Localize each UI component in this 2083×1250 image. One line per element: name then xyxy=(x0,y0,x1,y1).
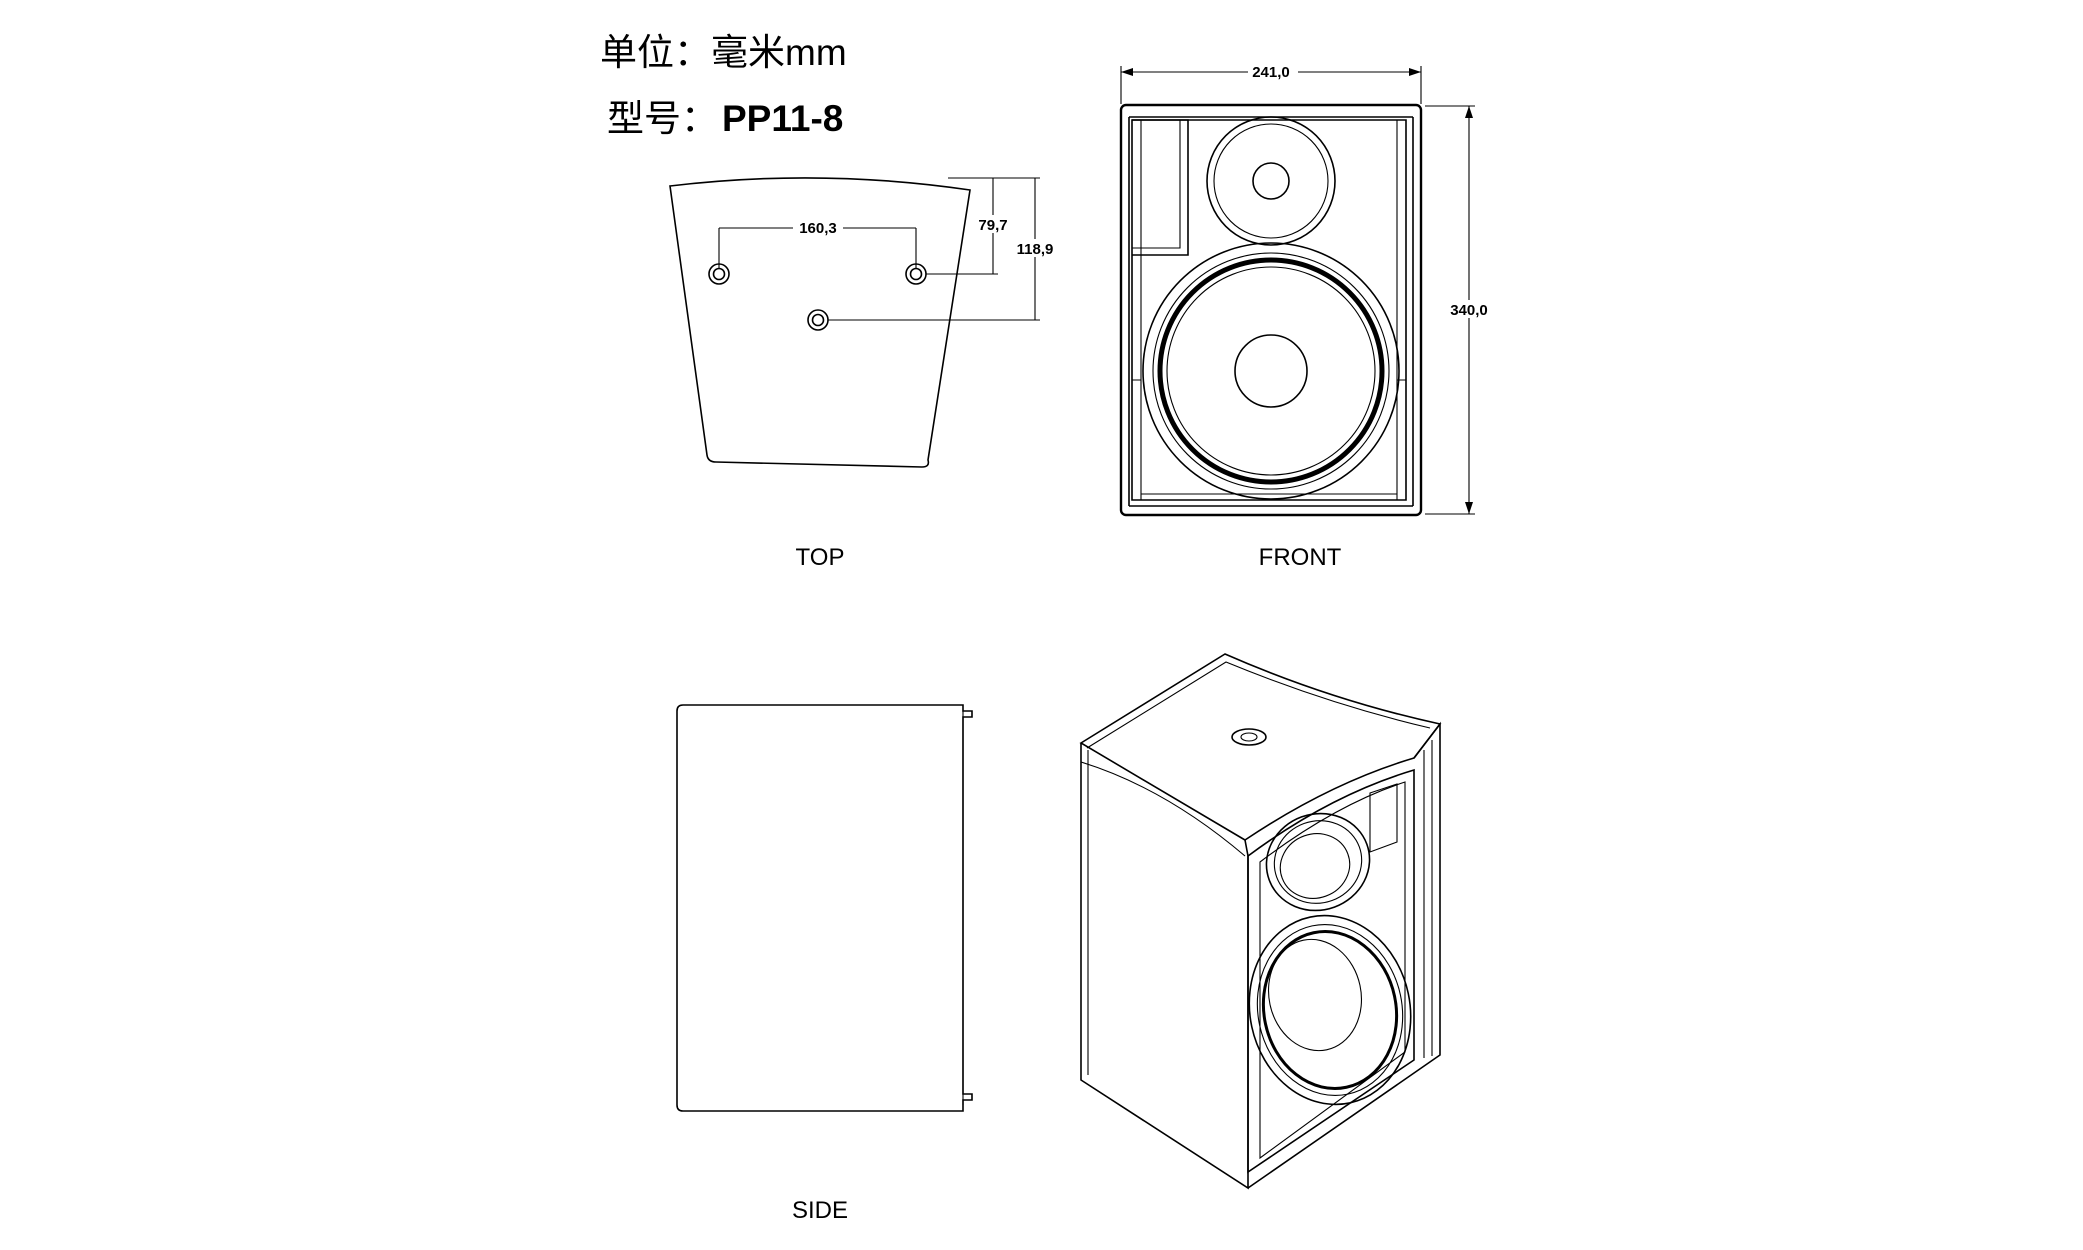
side-view-outline xyxy=(676,704,973,1112)
iso-tweeter-driver xyxy=(1265,812,1371,912)
svg-text:79,7: 79,7 xyxy=(978,217,1007,234)
header: 单位：毫米mm 型号：PP11-8 xyxy=(600,32,847,139)
iso-top-face xyxy=(1079,653,1442,841)
mounting-hole-front xyxy=(807,309,829,331)
front-port-panel xyxy=(1132,119,1189,256)
front-view: 241,0 340,0 xyxy=(1119,62,1492,571)
woofer-driver xyxy=(1142,242,1400,500)
dimension-hole-spacing: 160,3 xyxy=(718,218,917,268)
top-view: 160,3 79,7 118,9 TOP xyxy=(669,177,1058,571)
dimension-front-width: 241,0 xyxy=(1120,62,1422,104)
front-baffle xyxy=(1131,119,1407,501)
svg-text:340,0: 340,0 xyxy=(1450,302,1488,319)
dimension-front-depth: 118,9 xyxy=(828,177,1058,321)
iso-port-panel xyxy=(1369,783,1398,853)
top-view-label: TOP xyxy=(796,544,845,571)
side-view-label: SIDE xyxy=(792,1197,848,1224)
isometric-view xyxy=(1079,653,1442,1190)
iso-side-face xyxy=(1080,743,1249,1190)
iso-top-mounting-hole xyxy=(1231,728,1267,746)
dimension-front-height: 340,0 xyxy=(1425,105,1492,515)
iso-woofer-driver xyxy=(1248,914,1412,1106)
front-cabinet-outline xyxy=(1119,103,1423,517)
tweeter-driver xyxy=(1206,116,1336,246)
front-view-label: FRONT xyxy=(1259,544,1342,571)
svg-text:118,9: 118,9 xyxy=(1017,241,1054,258)
svg-text:160,3: 160,3 xyxy=(799,220,837,237)
dimension-rear-depth: 79,7 xyxy=(926,177,1014,275)
iso-front-frame xyxy=(1247,768,1415,1174)
unit-label: 单位：毫米mm xyxy=(600,32,847,73)
svg-text:241,0: 241,0 xyxy=(1252,64,1290,81)
side-view: SIDE xyxy=(676,704,973,1224)
model-label: 型号：PP11-8 xyxy=(607,98,843,139)
top-view-outline xyxy=(669,177,971,468)
